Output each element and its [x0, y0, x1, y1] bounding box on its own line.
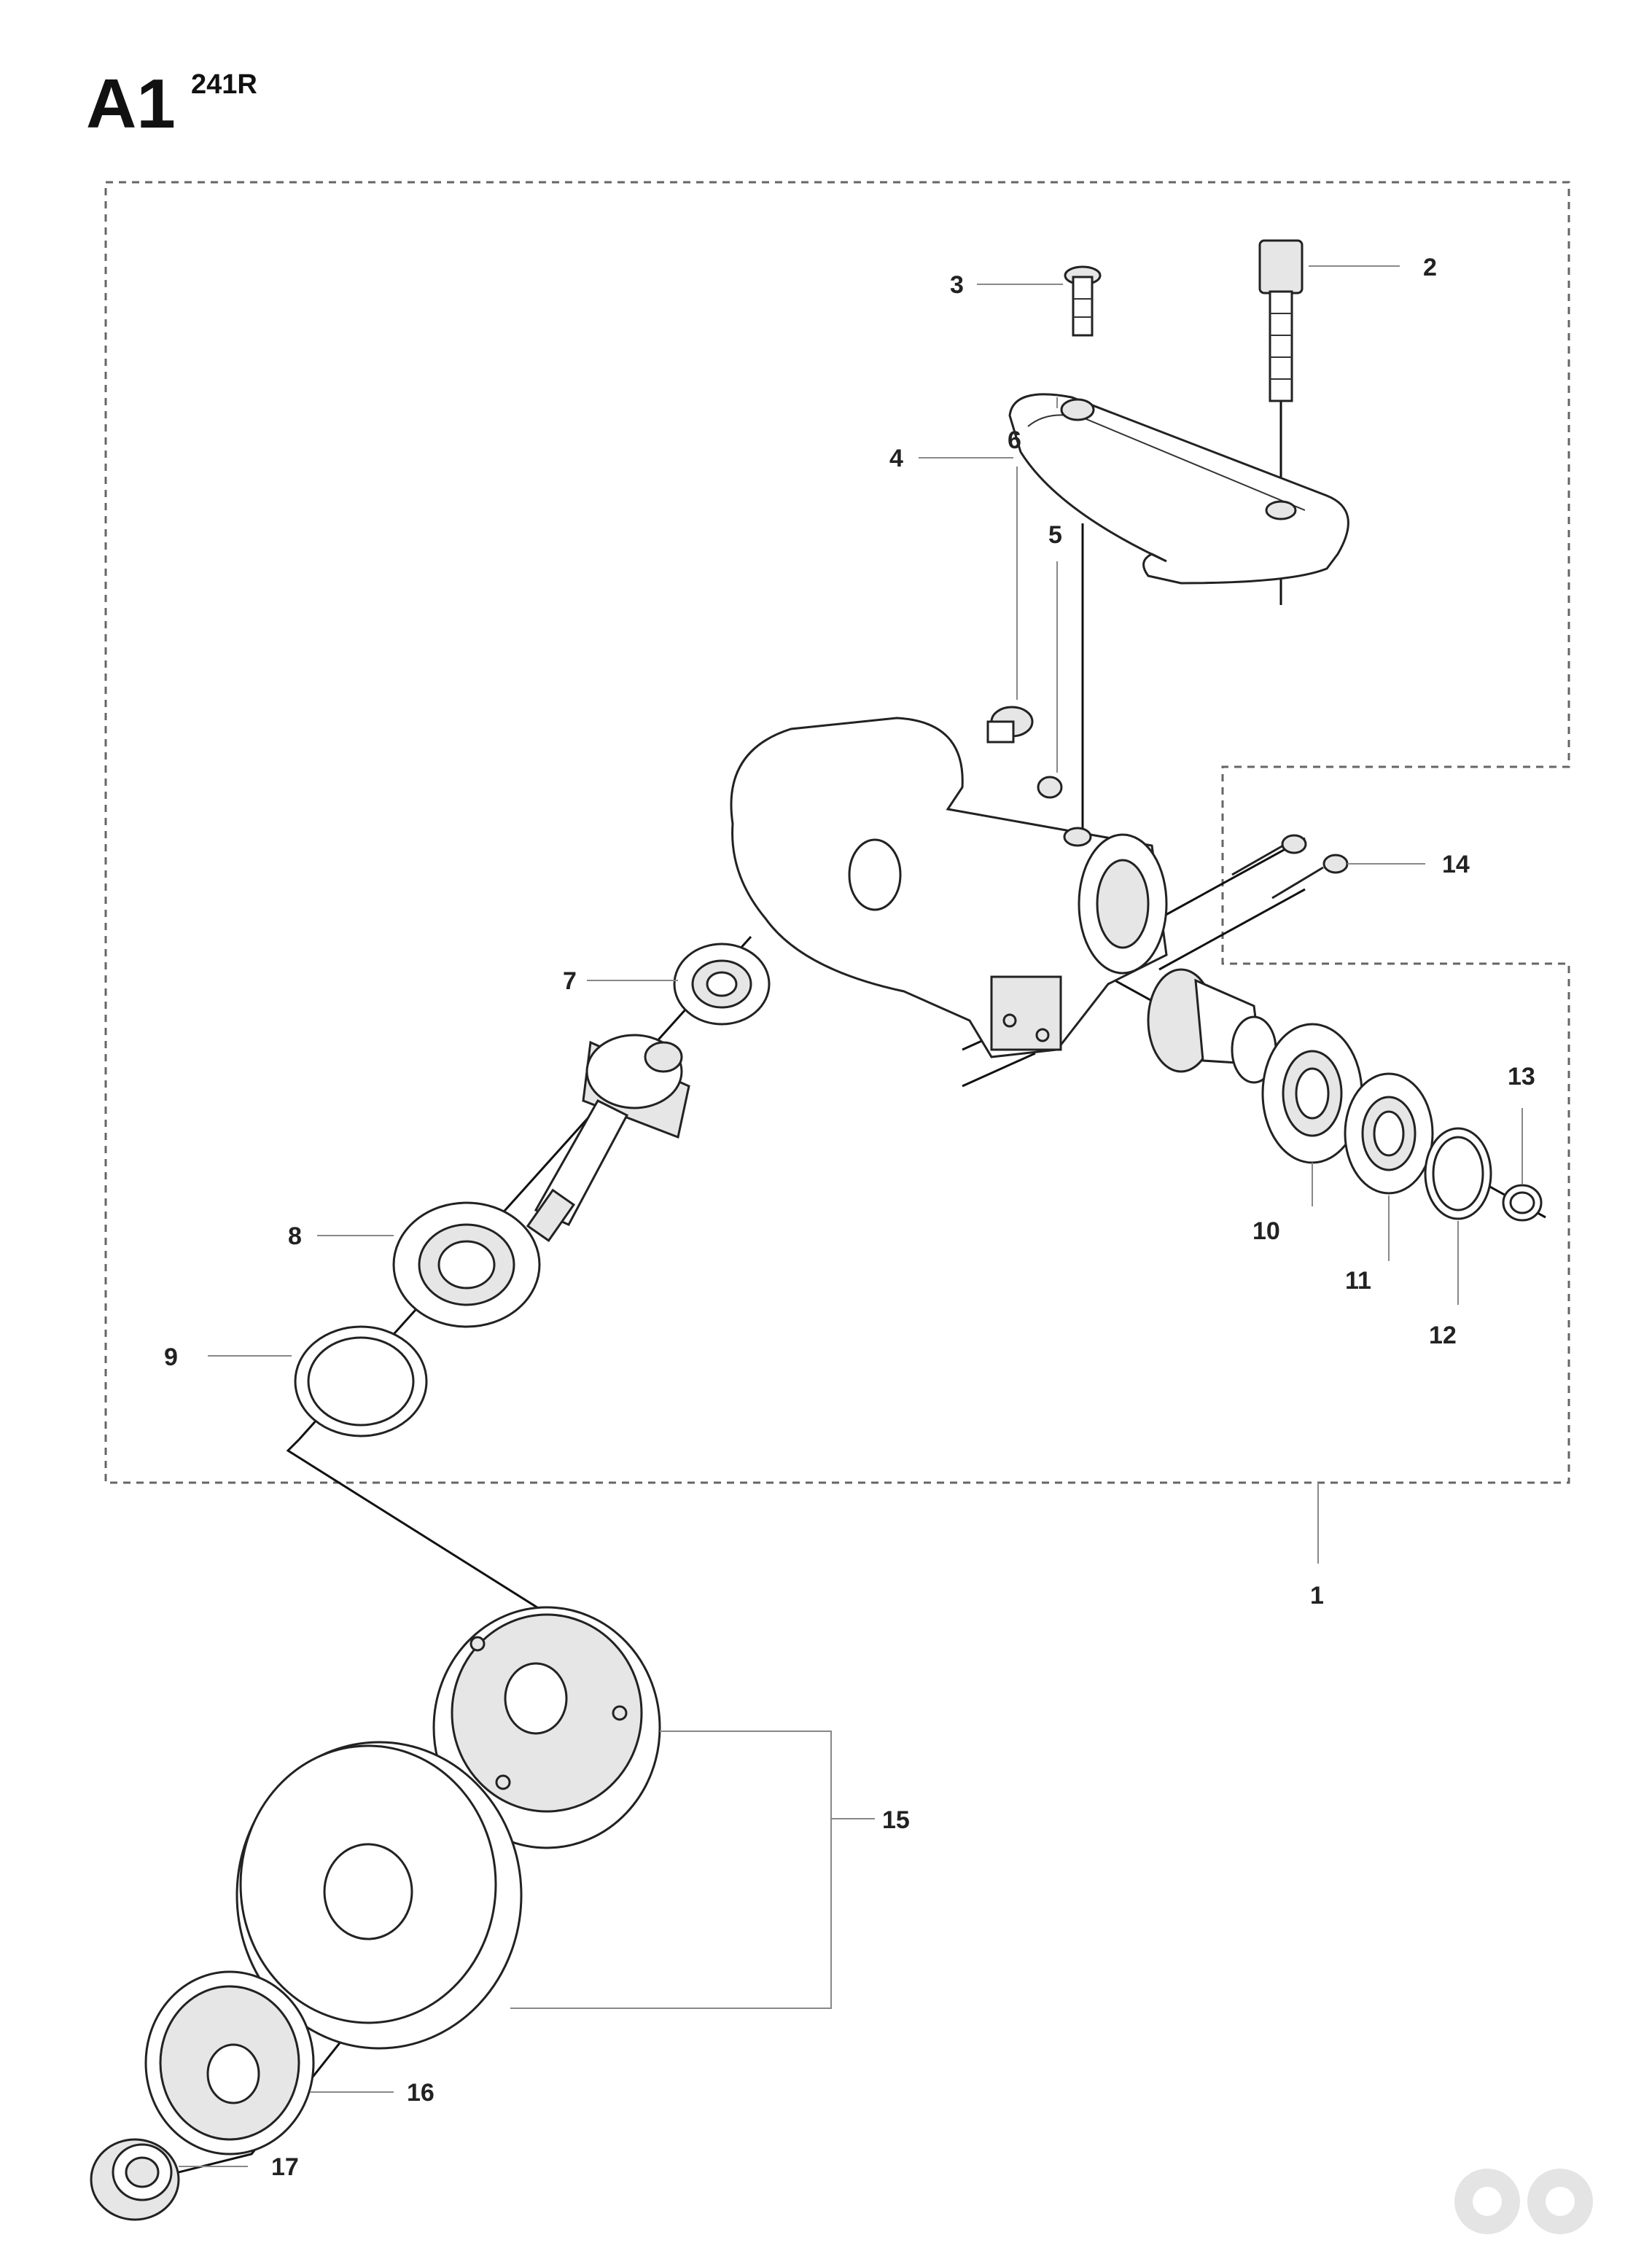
- logo-watermark-icon: [1454, 2169, 1593, 2234]
- part-4-clamp-cover: [1008, 393, 1349, 585]
- assembly-boundary: [104, 181, 1570, 1484]
- callout-9: 9: [164, 1343, 178, 1371]
- callout-2: 2: [1423, 254, 1437, 281]
- model-number: 241R: [191, 69, 257, 100]
- pin-axis-b: [962, 1052, 1036, 1088]
- part-7-bearing: [673, 943, 771, 1026]
- bevel-gear: [526, 1034, 690, 1242]
- part-10-bearing: [1261, 1023, 1363, 1164]
- callout-1: 1: [1310, 1582, 1324, 1610]
- callout-15: 15: [882, 1806, 910, 1834]
- gear-housing: [730, 717, 1168, 1058]
- callout-11: 11: [1345, 1267, 1371, 1295]
- part-11-bearing: [1344, 1072, 1434, 1195]
- callout-13: 13: [1508, 1063, 1535, 1091]
- part-3-screw: [1064, 265, 1102, 337]
- part-8-bearing: [392, 1201, 541, 1328]
- part-12-circlip: [1424, 1127, 1492, 1220]
- callout-7: 7: [563, 967, 577, 995]
- callout-8: 8: [288, 1222, 302, 1250]
- bolt-axis-14a: [1158, 837, 1306, 920]
- part-13-ring: [1502, 1184, 1543, 1222]
- callout-10: 10: [1252, 1217, 1280, 1245]
- bolt-axis-14b: [1158, 888, 1306, 971]
- callout-6: 6: [1008, 426, 1021, 454]
- page-title: A1: [86, 65, 176, 143]
- callout-14: 14: [1442, 851, 1470, 878]
- part-17-nut: [90, 2138, 180, 2221]
- callout-17: 17: [271, 2153, 299, 2181]
- callout-16: 16: [407, 2079, 435, 2107]
- part-2-clamp-screw: [1258, 239, 1304, 402]
- input-shaft: [1147, 968, 1277, 1084]
- callout-4: 4: [889, 445, 903, 472]
- callout-5: 5: [1048, 521, 1062, 549]
- part-5-insert: [1037, 776, 1063, 799]
- part-16-washer: [144, 1970, 315, 2155]
- part-6-plug: [986, 706, 1034, 744]
- callout-12: 12: [1429, 1322, 1457, 1349]
- part-9-circlip: [294, 1325, 428, 1437]
- part-14-bolts: [1231, 834, 1349, 900]
- part-15-support-cup: [235, 1606, 661, 2050]
- callout-3: 3: [950, 271, 964, 299]
- leader-lines: [179, 265, 1523, 2167]
